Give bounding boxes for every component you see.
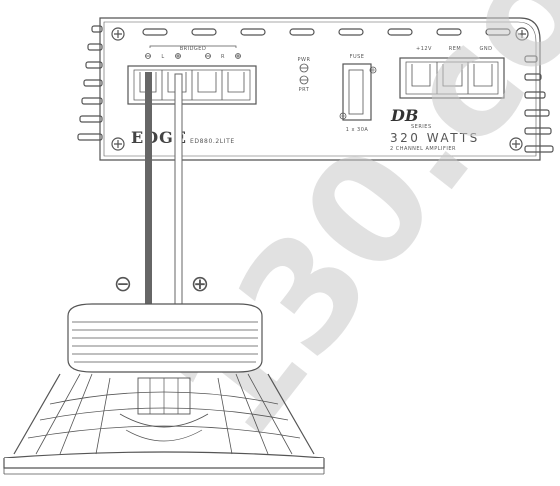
remote-label: REM (449, 46, 461, 52)
pwr-label: PWR (298, 57, 311, 63)
pwr-indicator (299, 63, 309, 73)
negative-polarity-icon: ⊖ (114, 272, 132, 297)
model-label: ED880.2LITE (190, 138, 235, 145)
mounting-screw-icon (509, 137, 523, 151)
top-slots (142, 28, 511, 36)
amplifier (77, 17, 554, 161)
amplifier-panel (99, 17, 541, 161)
watts-label: 320 WATTS (390, 131, 480, 145)
subwoofer-basket (3, 373, 325, 475)
positive-polarity-icon: ⊕ (191, 272, 209, 297)
right-channel-label: R (221, 54, 225, 60)
polarity-markers: ⊖ ⊕ (114, 272, 209, 297)
mounting-screw-icon (515, 27, 529, 41)
ground-label: GND (480, 46, 493, 52)
heatsink-fins-left (77, 25, 103, 141)
brand-logo: EDGE (131, 128, 187, 147)
mounting-screw-icon (111, 27, 125, 41)
series-logo: DB (390, 106, 418, 125)
power-terminal-block (399, 57, 505, 99)
series-label: SERIES (411, 124, 432, 130)
left-channel-label: L (161, 54, 164, 60)
fuse-holder (339, 63, 377, 121)
speaker-wires (145, 72, 183, 308)
fuse-rating-label: 1 x 30A (346, 127, 369, 133)
watermark-text: 130.co (141, 0, 560, 470)
prt-indicator (299, 75, 309, 85)
bridged-label: BRIDGED (180, 46, 207, 52)
mounting-screw-icon (111, 137, 125, 151)
amplifier-labels: BRIDGED L R PWR PRT FUSE 1 x 30A +12V RE… (131, 46, 492, 152)
power-12v-label: +12V (416, 46, 432, 52)
subwoofer-magnet (67, 303, 263, 373)
subwoofer (3, 303, 325, 475)
fuse-label: FUSE (350, 54, 365, 60)
channel-description: 2 CHANNEL AMPLIFIER (390, 146, 456, 152)
heatsink-fins-right (524, 55, 554, 153)
positive-wire (174, 73, 183, 308)
prt-label: PRT (299, 87, 310, 93)
negative-wire (145, 72, 152, 307)
